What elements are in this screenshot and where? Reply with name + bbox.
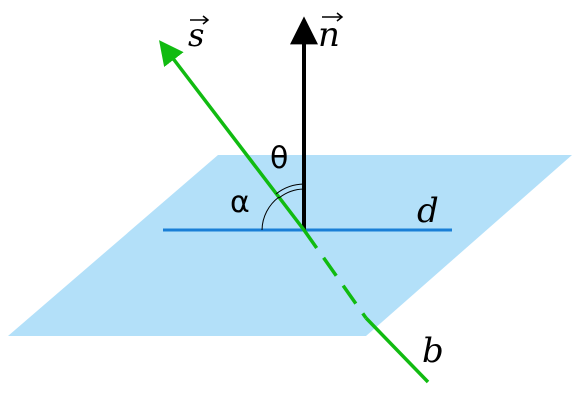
label-n: n xyxy=(318,15,340,55)
angle-theta-arc-2 xyxy=(278,188,305,199)
plane xyxy=(8,155,572,336)
label-alpha: α xyxy=(230,185,250,220)
vector-arrow-s xyxy=(190,15,210,25)
label-s: s xyxy=(188,16,204,54)
line-b-lower xyxy=(364,316,430,384)
vector-arrow-n xyxy=(322,12,344,22)
label-d: d xyxy=(417,191,439,231)
angle-theta-arc-1 xyxy=(275,183,305,195)
line-b-dashed xyxy=(302,228,368,320)
label-theta: θ xyxy=(270,141,288,176)
angle-alpha-arc xyxy=(261,196,280,231)
direction-vector-s xyxy=(159,40,306,232)
label-b: b xyxy=(422,331,444,371)
